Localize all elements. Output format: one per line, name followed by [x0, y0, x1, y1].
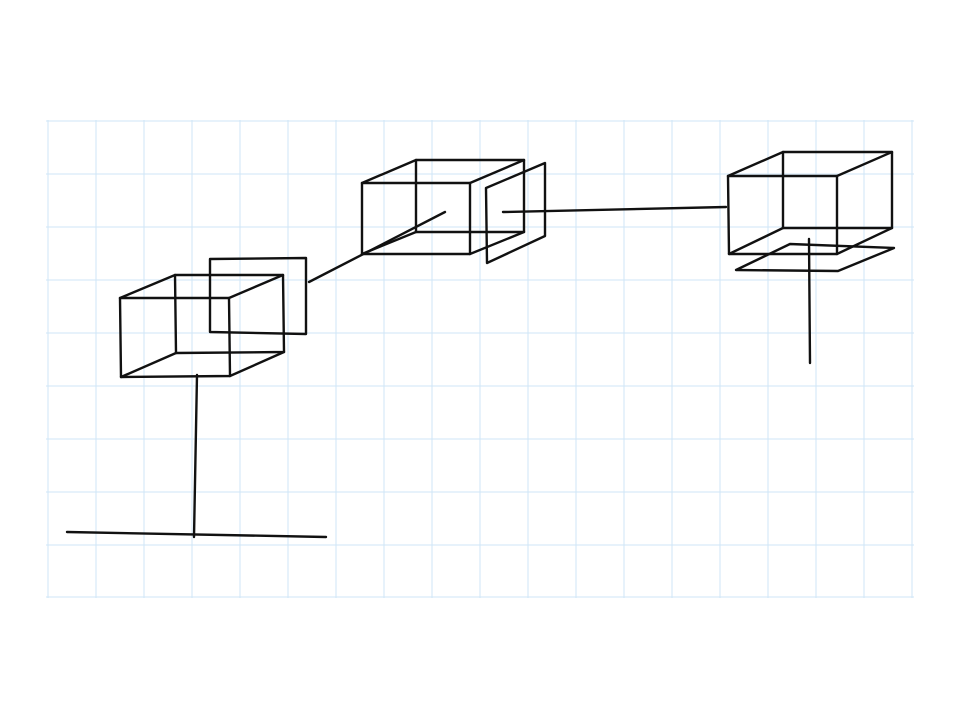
grid-paper — [46, 120, 914, 598]
stem-left — [192, 373, 199, 539]
cube-left-edges — [118, 273, 286, 379]
cube-middle — [360, 158, 526, 256]
cube-right-edges — [726, 150, 894, 256]
ink-strokes — [65, 150, 896, 539]
plane-middle — [484, 161, 547, 265]
cube-left — [118, 273, 286, 379]
stem-right — [807, 237, 812, 365]
ground-line — [65, 530, 328, 539]
connector-middle-right — [501, 205, 728, 214]
plane-right — [734, 242, 896, 273]
cube-middle-edges — [360, 158, 526, 256]
plane-left — [208, 256, 308, 336]
cube-right — [726, 150, 894, 256]
grid-vertical-lines — [47, 120, 913, 598]
grid-horizontal-lines — [46, 120, 914, 598]
